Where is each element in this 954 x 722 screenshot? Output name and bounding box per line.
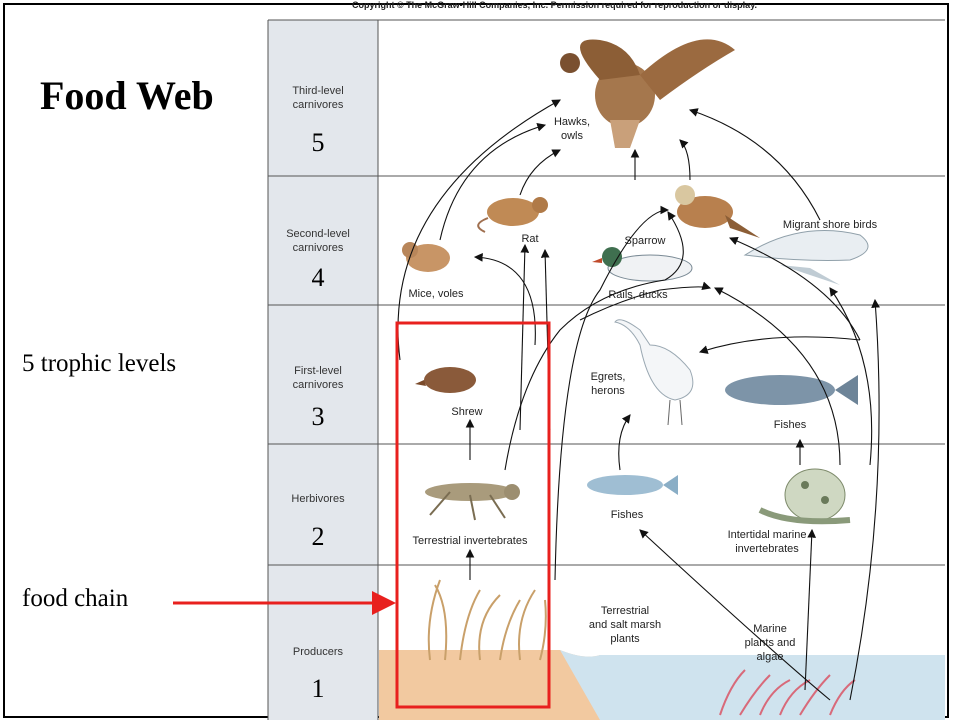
level-3-number: 3 bbox=[312, 402, 325, 431]
grasshopper-illustration bbox=[425, 483, 520, 520]
terrestrial-invertebrates-label: Terrestrial invertebrates bbox=[413, 535, 528, 547]
terrestrial-plants-label-1: Terrestrial bbox=[601, 605, 649, 617]
hawk-illustration bbox=[560, 39, 735, 148]
fish-lower-illustration bbox=[587, 475, 678, 495]
shore-bird-illustration bbox=[745, 231, 868, 286]
water-area bbox=[560, 650, 945, 720]
level-3-name-1: First-level bbox=[294, 365, 342, 377]
fishes-upper-label: Fishes bbox=[774, 419, 807, 431]
shrew-label: Shrew bbox=[451, 406, 482, 418]
level-4-name-1: Second-level bbox=[286, 228, 350, 240]
mice-label: Mice, voles bbox=[408, 288, 464, 300]
level-3-name-2: carnivores bbox=[293, 379, 344, 391]
hawks-label-1: Hawks, bbox=[554, 116, 590, 128]
rails-label: Rails, ducks bbox=[608, 289, 668, 301]
level-5-name-1: Third-level bbox=[292, 85, 343, 97]
level-5-name-2: carnivores bbox=[293, 99, 344, 111]
rat-illustration bbox=[478, 197, 548, 232]
marine-plants-label-2: plants and bbox=[745, 637, 796, 649]
egret-illustration bbox=[615, 320, 693, 425]
level-1-number: 1 bbox=[312, 674, 325, 703]
terrestrial-plants-label-2: and salt marsh bbox=[589, 619, 661, 631]
level-1-name-1: Producers bbox=[293, 646, 344, 658]
egrets-label-1: Egrets, bbox=[591, 371, 626, 383]
marine-invertebrates-label-2: invertebrates bbox=[735, 543, 799, 555]
egrets-label-2: herons bbox=[591, 385, 625, 397]
fish-upper-illustration bbox=[725, 375, 858, 405]
rat-label: Rat bbox=[521, 233, 538, 245]
sparrow-illustration bbox=[675, 185, 760, 238]
terrestrial-plants-label-3: plants bbox=[610, 633, 640, 645]
shrew-illustration bbox=[415, 367, 476, 393]
marine-invertebrates-label-1: Intertidal marine bbox=[728, 529, 807, 541]
mouse-illustration bbox=[402, 242, 450, 272]
level-5-number: 5 bbox=[312, 128, 325, 157]
sparrow-label: Sparrow bbox=[625, 235, 666, 247]
snail-illustration bbox=[760, 469, 850, 521]
level-2-number: 2 bbox=[312, 522, 325, 551]
level-4-number: 4 bbox=[312, 263, 325, 292]
grass-illustration bbox=[429, 580, 546, 660]
level-4-name-2: carnivores bbox=[293, 242, 344, 254]
marine-plants-label-1: Marine bbox=[753, 623, 787, 635]
shore-birds-label: Migrant shore birds bbox=[783, 219, 878, 231]
level-2-name-1: Herbivores bbox=[291, 493, 345, 505]
hawks-label-2: owls bbox=[561, 130, 584, 142]
fishes-lower-label: Fishes bbox=[611, 509, 644, 521]
